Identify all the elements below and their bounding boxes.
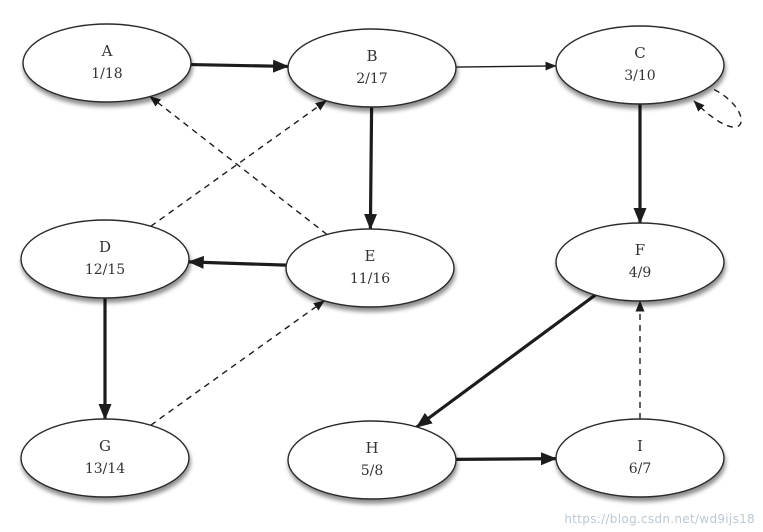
node-C-time: 3/10 bbox=[624, 68, 655, 84]
node-A: A 1/18 bbox=[22, 23, 192, 103]
node-F-label: F bbox=[635, 241, 645, 259]
node-G-ellipse bbox=[20, 418, 190, 498]
edge-H-to-I bbox=[455, 452, 558, 466]
nodes-layer: A 1/18 B 2/17 C 3/10D 12/15 E 11/16 F 4/9G 13/14 H 5/… bbox=[20, 23, 725, 500]
edge-C-to-C bbox=[693, 84, 742, 128]
node-F: F 4/9 bbox=[555, 222, 725, 302]
node-I-ellipse bbox=[555, 418, 725, 498]
node-F-time: 4/9 bbox=[629, 265, 652, 281]
node-E-label: E bbox=[365, 247, 376, 265]
node-H: H 5/8 bbox=[287, 420, 457, 500]
edge-F-to-H bbox=[415, 293, 597, 429]
node-A-ellipse bbox=[22, 23, 192, 103]
edge-D-to-B bbox=[150, 100, 327, 227]
node-G: G 13/14 bbox=[20, 418, 190, 498]
node-I-label: I bbox=[637, 437, 643, 455]
node-E: E 11/16 bbox=[285, 228, 455, 308]
node-C-label: C bbox=[634, 44, 645, 62]
node-H-time: 5/8 bbox=[361, 463, 384, 479]
node-D: D 12/15 bbox=[20, 219, 190, 299]
watermark: https://blog.csdn.net/wd9ijs18 bbox=[564, 512, 755, 526]
edge-A-to-B bbox=[190, 59, 290, 73]
edge-B-to-E bbox=[364, 106, 378, 231]
node-D-label: D bbox=[99, 238, 111, 256]
node-E-ellipse bbox=[285, 228, 455, 308]
node-B-time: 2/17 bbox=[356, 71, 387, 87]
node-E-time: 11/16 bbox=[350, 271, 390, 287]
node-F-ellipse bbox=[555, 222, 725, 302]
node-H-ellipse bbox=[287, 420, 457, 500]
node-A-time: 1/18 bbox=[91, 66, 122, 82]
node-C: C 3/10 bbox=[555, 25, 725, 105]
edge-E-to-D bbox=[187, 255, 287, 269]
node-A-label: A bbox=[101, 42, 113, 60]
node-H-label: H bbox=[365, 439, 378, 457]
edges-layer bbox=[98, 59, 742, 466]
node-B-ellipse bbox=[287, 28, 457, 108]
node-G-time: 13/14 bbox=[85, 461, 125, 477]
node-B: B 2/17 bbox=[287, 28, 457, 108]
edge-B-to-C bbox=[455, 61, 557, 71]
node-I: I 6/7 bbox=[555, 418, 725, 498]
node-B-label: B bbox=[366, 47, 377, 65]
node-C-ellipse bbox=[555, 25, 725, 105]
node-D-time: 12/15 bbox=[85, 262, 125, 278]
edge-E-to-A bbox=[149, 95, 328, 236]
node-I-time: 6/7 bbox=[629, 461, 652, 477]
node-G-label: G bbox=[99, 437, 111, 455]
edge-G-to-E bbox=[150, 300, 325, 426]
node-D-ellipse bbox=[20, 219, 190, 299]
